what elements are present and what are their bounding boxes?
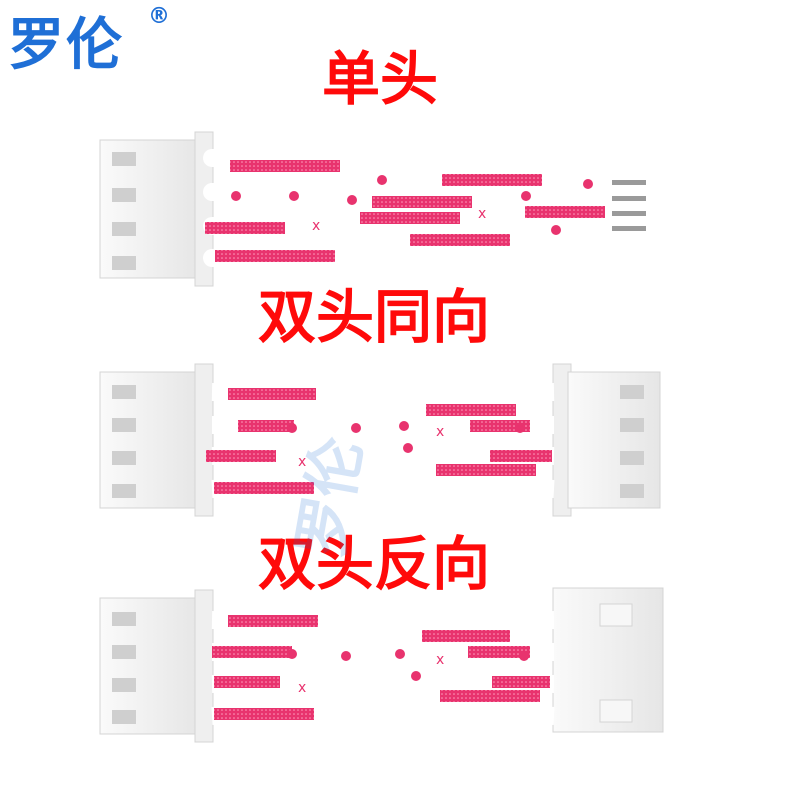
svg-text:x: x [298, 454, 306, 470]
svg-text:x: x [436, 424, 444, 440]
registered-mark: ® [148, 4, 170, 29]
cable-double-reverse: x x [99, 587, 664, 743]
connector-left-3 [99, 589, 214, 743]
connector-left-1 [99, 131, 214, 287]
connector-left-2 [99, 363, 214, 517]
svg-text:x: x [478, 206, 486, 222]
brand-logo: 罗伦 [8, 13, 124, 78]
cable-single-head: x x [99, 131, 646, 287]
svg-text:x: x [298, 680, 306, 696]
label-single-head: 单头 [322, 45, 439, 113]
label-double-same-direction: 双头同向 [258, 283, 491, 351]
wires-1: x x [203, 149, 621, 267]
exposed-pins-1 [612, 180, 646, 231]
connector-right-3-back [552, 587, 664, 733]
cable-double-same: x x [99, 363, 661, 517]
svg-text:x: x [436, 652, 444, 668]
connector-right-2 [552, 363, 661, 517]
svg-text:x: x [312, 218, 320, 234]
wires-2: x x [206, 383, 555, 498]
wires-3: x x [211, 611, 555, 725]
label-double-reverse-direction: 双头反向 [258, 530, 491, 598]
